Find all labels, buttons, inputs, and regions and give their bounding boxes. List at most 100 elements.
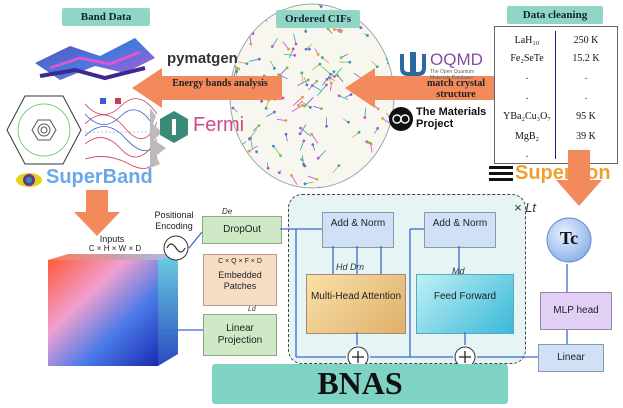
tc-table-formula: Fe₂SeTe <box>510 53 544 64</box>
hd-dm-label: Hd Dm <box>336 262 365 272</box>
crystal-atom <box>277 171 281 175</box>
crystal-atom <box>325 83 328 87</box>
supercon-down-arrow <box>556 150 602 206</box>
crystal-atom <box>249 42 253 46</box>
linear-projection-label: Linear Projection <box>217 323 263 346</box>
feed-forward-block: Feed Forward <box>416 274 514 334</box>
crystal-atom <box>300 71 304 75</box>
mlp-head-block: MLP head <box>540 292 612 330</box>
crystal-bond <box>299 140 305 151</box>
input-cube <box>48 254 178 366</box>
crystal-atom <box>298 132 302 136</box>
tc-output-icon <box>546 217 592 263</box>
band-structure-plot <box>85 94 157 169</box>
crystal-atom <box>337 94 341 98</box>
crystal-atom <box>315 177 319 181</box>
crystal-atom <box>235 66 238 70</box>
crystal-atom <box>376 126 380 130</box>
crystal-bond <box>312 85 321 91</box>
crystal-atom <box>273 110 276 114</box>
linear-block: Linear <box>538 344 604 372</box>
crystal-bond <box>301 72 304 82</box>
crystal-atom <box>305 83 309 87</box>
crystal-atom <box>333 75 336 78</box>
tc-table-tc-value: . <box>584 91 588 102</box>
tc-table-formula: MgB₂ <box>514 131 540 142</box>
inputs-dims-label: C × H × W × D <box>88 244 142 253</box>
crystal-atom <box>339 56 343 60</box>
crystal-atom <box>326 27 330 31</box>
crystal-atom <box>303 104 307 108</box>
crystal-atom <box>381 117 385 120</box>
crystal-bond <box>307 175 317 180</box>
crystal-atom <box>285 66 289 70</box>
energy-bands-label: Energy bands analysis <box>172 78 268 89</box>
crystal-atom <box>375 65 379 69</box>
embedded-patches-label: Embedded Patches <box>218 270 262 291</box>
crystal-atom <box>270 45 274 48</box>
crystal-atom <box>308 106 312 109</box>
add-norm-1-block: Add & Norm <box>322 212 394 248</box>
bnas-bar <box>212 364 508 404</box>
crystal-bond <box>278 74 288 80</box>
crystal-atom <box>316 156 320 160</box>
crystal-atom <box>315 79 319 83</box>
match-crystal-arrow <box>345 68 495 108</box>
crystal-atom <box>327 76 331 79</box>
crystal-atom <box>320 56 324 59</box>
crystal-atom <box>264 106 268 110</box>
crystal-atom <box>311 143 315 147</box>
crystal-atom <box>318 62 322 66</box>
positional-encoding-label: Positional Encoding <box>154 210 194 231</box>
crystal-atom <box>279 154 282 157</box>
crystal-atom <box>308 47 311 51</box>
crystal-atom <box>337 164 341 167</box>
tc-table-formula: . <box>525 149 529 160</box>
linear-projection-block: Linear Projection <box>203 314 277 356</box>
sine-wave-icon <box>163 235 189 261</box>
crystal-atom <box>301 103 304 107</box>
add-norm-2-label: Add & Norm <box>432 218 488 229</box>
superband-logo-icon <box>16 173 42 187</box>
tc-table-divider <box>555 31 556 159</box>
crystal-bond <box>299 124 307 134</box>
crystal-atom <box>294 42 298 46</box>
crystal-atom <box>281 96 285 100</box>
crystal-atom <box>290 174 293 177</box>
crystal-bond <box>265 99 269 109</box>
crystal-bond <box>270 60 275 69</box>
tc-table-tc-value: 95 K <box>576 111 596 122</box>
oqmd-logo-text: OQMD <box>430 50 483 69</box>
crystal-atom <box>359 26 363 30</box>
crystal-atom <box>316 53 320 56</box>
crystal-bond <box>282 41 289 50</box>
crystal-bond <box>364 107 367 118</box>
crystal-atom <box>272 66 276 70</box>
crystal-atom <box>231 106 235 110</box>
mha-label: Multi-Head Attention <box>310 291 402 302</box>
brillouin-zone-image <box>6 95 82 165</box>
crystal-atom <box>306 78 310 82</box>
crystal-atom <box>318 186 321 188</box>
crystal-atom <box>310 132 314 136</box>
crystal-bond <box>317 150 327 159</box>
crystal-bond <box>313 105 322 110</box>
crystal-atom <box>348 60 352 64</box>
crystal-atom <box>304 47 308 51</box>
ffn-label: Feed Forward <box>433 291 497 302</box>
data-cleaning-tag: Data cleaning <box>507 6 603 24</box>
crystal-bond <box>292 96 303 106</box>
dos-plot <box>150 108 166 168</box>
crystal-atom <box>272 144 275 148</box>
crystal-atom <box>366 34 369 37</box>
crystal-atom <box>329 72 332 76</box>
crystal-bond <box>283 53 295 56</box>
crystal-atom <box>336 74 339 77</box>
ordered-cifs-circle <box>229 3 395 189</box>
pymatgen-logo: pymatgen <box>167 50 238 67</box>
crystal-atom <box>325 124 328 128</box>
crystal-bond <box>249 35 252 45</box>
materials-project-logo-text: The Materials Project <box>416 106 487 130</box>
